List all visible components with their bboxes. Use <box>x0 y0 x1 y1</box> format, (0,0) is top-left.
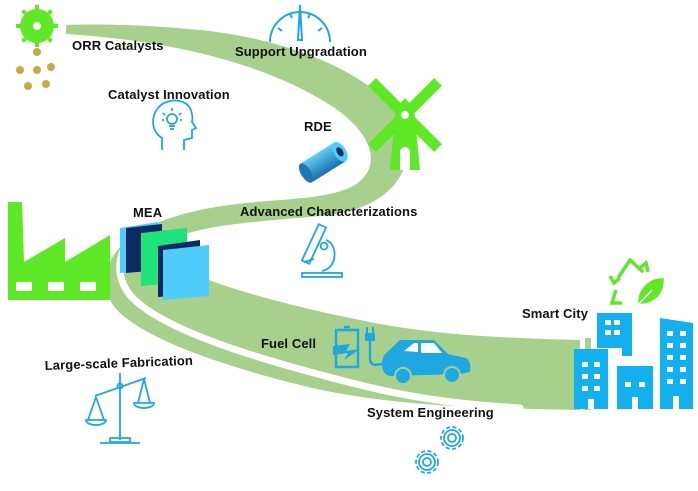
gauge-icon <box>269 4 331 43</box>
recycle-leaf-icon <box>608 257 664 307</box>
windmill-icon <box>368 78 442 170</box>
label-catalyst-innovation: Catalyst Innovation <box>108 87 230 102</box>
label-advanced-characterizations: Advanced Characterizations <box>240 204 418 219</box>
label-orr-catalysts: ORR Catalysts <box>72 38 164 53</box>
city-buildings-icon <box>574 313 693 409</box>
road-surface <box>66 24 580 411</box>
label-rde: RDE <box>304 119 332 134</box>
catalyst-particles <box>16 48 55 90</box>
balance-scale-icon <box>85 373 155 444</box>
label-smart-city: Smart City <box>522 306 589 321</box>
factory-icon <box>8 202 110 300</box>
label-fuel-cell: Fuel Cell <box>261 336 317 351</box>
membrane-stack-icon <box>120 222 209 300</box>
road-lane-marking <box>62 36 524 412</box>
microscope-icon <box>300 211 343 278</box>
head-lightbulb-icon <box>152 99 198 150</box>
catalyst-gear-icon <box>16 5 58 47</box>
label-mea: MEA <box>133 205 163 220</box>
rotating-disk-electrode-icon <box>298 141 348 183</box>
gears-icon <box>415 426 464 474</box>
label-system-engineering: System Engineering <box>367 405 494 420</box>
label-support-upgradation: Support Upgradation <box>235 44 367 59</box>
electric-car-icon <box>333 325 471 385</box>
